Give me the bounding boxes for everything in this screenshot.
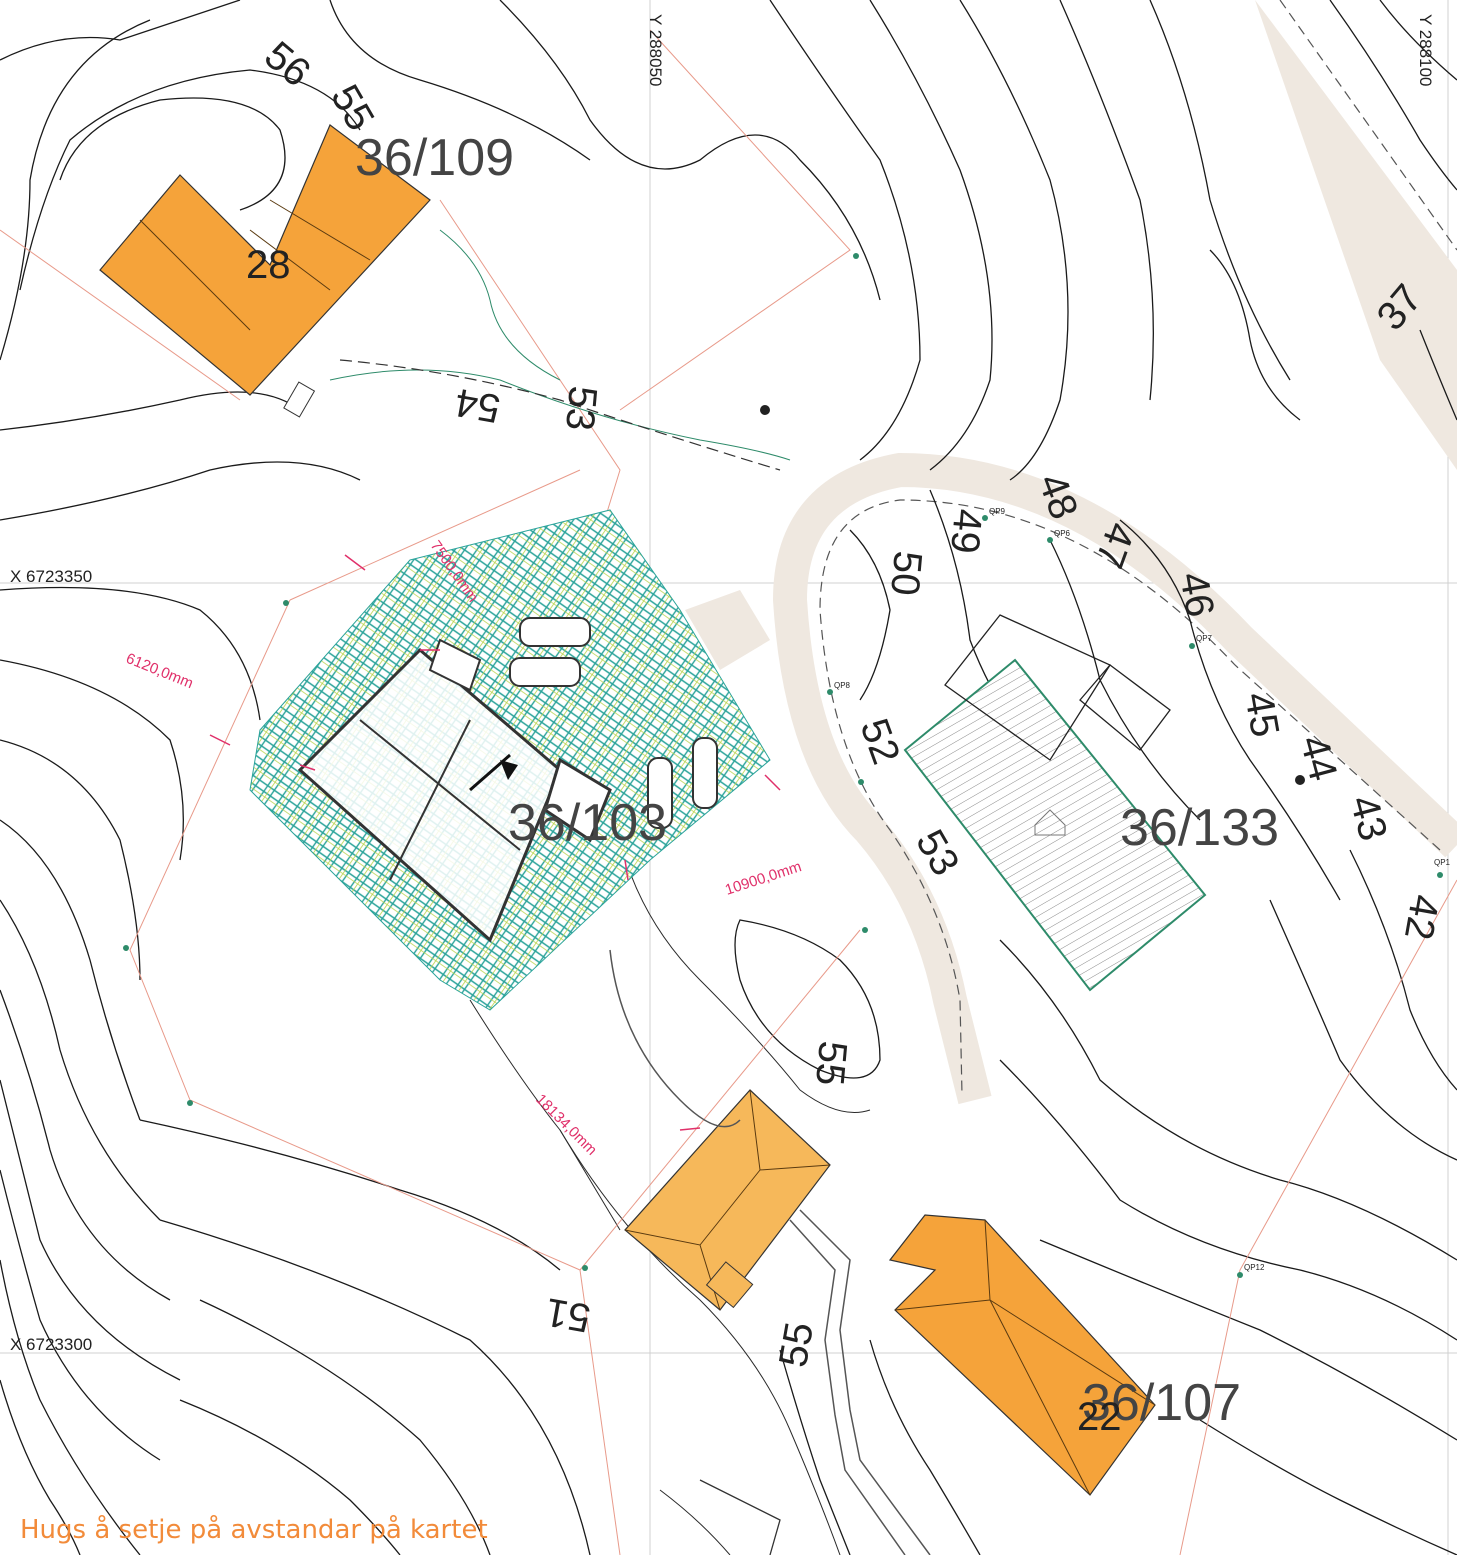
dim-10900: 10900,0mm (723, 858, 804, 899)
dim-6120: 6120,0mm (124, 650, 196, 692)
main-road (1255, 0, 1457, 470)
house-36-107 (888, 1214, 1156, 1496)
reminder-note: Hugs å setje på avstandar på kartet (20, 1515, 488, 1545)
coord-y-288100: Y 288100 (1416, 14, 1435, 86)
parked-cars (509, 617, 718, 829)
elev-54: 54 (452, 380, 503, 431)
elev-49: 49 (942, 507, 990, 555)
qp7-label: QP7 (1196, 634, 1213, 643)
survey-line-2 (439, 229, 561, 381)
plot-label-36-133: 36/133 (1120, 799, 1279, 857)
coord-x-6723350: X 6723350 (10, 567, 92, 586)
house-number-28: 28 (246, 243, 291, 287)
plot-label-36-109: 36/109 (355, 129, 514, 187)
survey-points (123, 253, 1443, 1278)
house-south-middle (624, 1089, 831, 1311)
driveway-edge-left (819, 499, 1441, 1096)
retaining-wall (609, 949, 931, 1555)
driveway (772, 452, 1457, 1105)
qp9-label: QP9 (989, 507, 1006, 516)
qp6-label: QP6 (1054, 529, 1071, 538)
coord-y-288050: Y 288050 (646, 14, 665, 86)
dimension-lines (209, 554, 781, 1131)
main-road-edge (1279, 0, 1457, 251)
survey-line-3 (339, 359, 781, 471)
house-number-22: 22 (1077, 1395, 1122, 1439)
elev-55c: 55 (771, 1319, 822, 1370)
plot-label-36-107: 36/107 (1082, 1374, 1241, 1432)
plot-label-36-103: 36/103 (508, 794, 667, 852)
survey-line (329, 369, 791, 461)
coord-x-6723300: X 6723300 (10, 1335, 92, 1354)
elev-42: 42 (1396, 891, 1447, 942)
property-boundaries (0, 29, 1457, 1555)
house-36-109 (99, 124, 431, 418)
elev-53a: 53 (557, 384, 605, 432)
elev-50: 50 (882, 549, 930, 597)
qp1-label: QP1 (1434, 858, 1451, 867)
qp8-label: QP8 (834, 681, 851, 690)
elev-52: 52 (852, 713, 909, 770)
building-36-133 (903, 614, 1207, 992)
driveway-spur (685, 590, 770, 670)
qp12-label: QP12 (1244, 1263, 1265, 1272)
elev-45: 45 (1236, 689, 1287, 740)
elev-46: 46 (1171, 569, 1222, 620)
proposed-building (297, 638, 612, 943)
dim-18134: 18134,0mm (532, 1091, 600, 1159)
elev-51: 51 (542, 1289, 593, 1340)
elev-55b: 55 (807, 1039, 855, 1087)
